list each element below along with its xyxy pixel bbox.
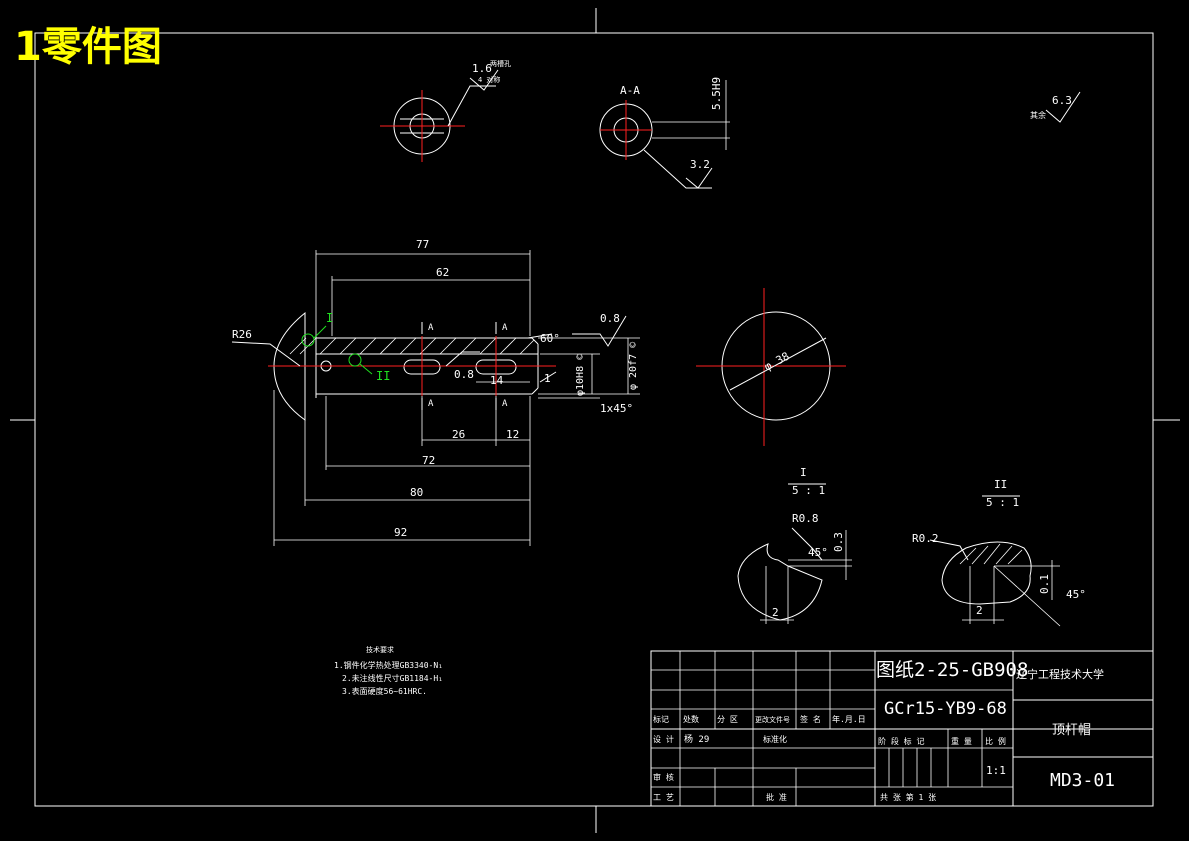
tech-title: 技术要求 — [366, 645, 394, 654]
section-hatch — [289, 337, 535, 355]
section-dim: 5.5H9 — [710, 77, 723, 110]
slot-end-view — [380, 69, 499, 162]
section-aa-view — [599, 80, 730, 189]
detail-1-scale: 5 : 1 — [792, 484, 825, 497]
slot-roughness: 1.6 — [472, 62, 492, 75]
tb-approve: 批 准 — [766, 792, 787, 802]
section-mark-a-2: A — [502, 323, 508, 333]
rest-roughness: 6.3 — [1052, 94, 1072, 107]
section-mark-a-1: A — [428, 323, 434, 333]
detail-1-angle: 45° — [808, 546, 828, 559]
detail-2-view — [929, 495, 1061, 627]
detail-2-title: II — [994, 478, 1007, 491]
slot-note-1: 两槽孔 — [490, 59, 511, 68]
title-scale: 1:1 — [986, 764, 1006, 777]
title-standard: 图纸2-25-GB908 — [876, 659, 1028, 681]
dim-r26: R26 — [232, 328, 252, 341]
detail-1-view — [737, 483, 852, 624]
detail-1-depth: 0.3 — [832, 532, 845, 552]
title-material: GCr15-YB9-68 — [884, 699, 1007, 719]
detail-2-angle: 45° — [1066, 588, 1086, 601]
dim-72: 72 — [422, 454, 435, 467]
tech-line-3: 3.表面硬度56~61HRC. — [342, 686, 427, 696]
sheet-title: 1零件图 — [14, 24, 162, 70]
tb-design: 设 计 — [653, 734, 674, 744]
title-part-name: 顶杆帽 — [1052, 722, 1091, 738]
roughness-mid: 0.8 — [454, 368, 474, 381]
leader-1: 1 — [544, 372, 551, 385]
detail-marker-1: I — [326, 311, 333, 325]
tb-ratio: 比 例 — [985, 736, 1006, 746]
tb-count: 处数 — [683, 714, 699, 724]
dim-80: 80 — [410, 486, 423, 499]
tb-review: 审 核 — [653, 772, 674, 782]
detail-2-radius: R0.2 — [912, 532, 939, 545]
roughness-top: 0.8 — [600, 312, 620, 325]
tb-sheets: 共 张 第 1 张 — [880, 792, 936, 802]
section-roughness: 3.2 — [690, 158, 710, 171]
detail-marker-2-circle — [348, 353, 362, 367]
detail-1-width: 2 — [772, 606, 779, 619]
rest-roughness-symbol — [1045, 91, 1081, 123]
tb-change-doc: 更改文件号 — [755, 715, 790, 724]
dim-77: 77 — [416, 238, 429, 251]
tb-sign: 签 名 — [800, 714, 821, 724]
detail-2-hatch — [959, 543, 1023, 565]
detail-marker-2: II — [376, 369, 390, 383]
tb-craft: 工 艺 — [653, 793, 674, 802]
dim-14: 14 — [490, 374, 504, 387]
tech-requirements: 技术要求 1.钢件化学热处理GB3340-N₁ 2.未注线性尺寸GB1184-H… — [334, 645, 443, 696]
detail-2-depth: 0.1 — [1038, 574, 1051, 594]
dim-62: 62 — [436, 266, 449, 279]
tb-stage-mark: 阶 段 标 记 — [878, 736, 924, 746]
head-circle-view — [696, 288, 846, 446]
dim-26: 26 — [452, 428, 465, 441]
tech-line-1: 1.钢件化学热处理GB3340-N₁ — [334, 660, 443, 670]
chamfer: 1x45° — [600, 402, 633, 415]
detail-1-title: I — [800, 466, 807, 479]
head-dia: φ 38 — [762, 350, 792, 374]
slot-note-2: 4 对称 — [478, 75, 500, 84]
section-mark-a-3: A — [428, 399, 434, 409]
dia-20f7: φ 20f7 © — [628, 341, 639, 390]
title-drawing-no: MD3-01 — [1050, 770, 1115, 791]
title-block — [650, 650, 1154, 807]
tech-line-2: 2.未注线性尺寸GB1184-H₁ — [342, 673, 443, 683]
detail-2-width: 2 — [976, 604, 983, 617]
detail-marker-1-circle — [301, 333, 315, 347]
tb-weight: 重 量 — [951, 736, 972, 746]
sheet-frame — [10, 8, 1180, 833]
tb-mark: 标记 — [653, 714, 669, 724]
dim-12: 12 — [506, 428, 519, 441]
detail-2-scale: 5 : 1 — [986, 496, 1019, 509]
tb-std: 标准化 — [763, 734, 787, 744]
tb-design-val: 杨 29 — [684, 733, 709, 745]
section-mark-a-4: A — [502, 399, 508, 409]
dim-92: 92 — [394, 526, 407, 539]
title-school: 辽宁工程技术大学 — [1016, 667, 1104, 681]
angle-60: 60° — [540, 332, 560, 345]
section-label: A-A — [620, 84, 640, 97]
detail-1-radius: R0.8 — [792, 512, 819, 525]
tb-zone: 分 区 — [717, 715, 738, 724]
rest-roughness-prefix: 其余 — [1030, 110, 1046, 120]
main-view-pin — [231, 250, 640, 546]
tb-date: 年.月.日 — [832, 714, 866, 724]
dia-10h8: φ10H8 © — [575, 353, 586, 396]
